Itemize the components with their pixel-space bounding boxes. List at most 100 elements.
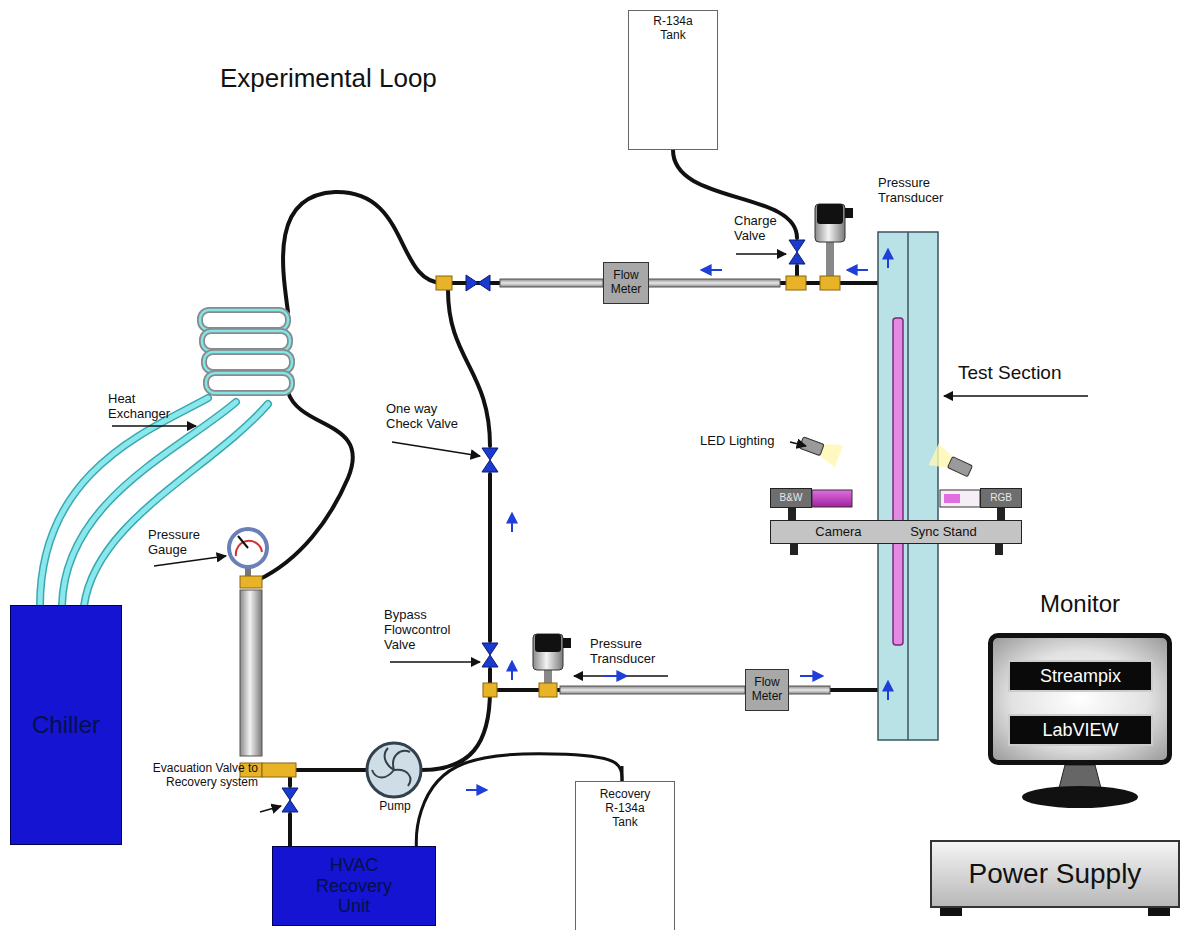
callout-label: One way Check Valve [386, 402, 476, 432]
leader-arrow [574, 675, 668, 677]
callout-label: Pressure Transducer [590, 637, 672, 667]
valve-symbol [282, 788, 298, 812]
test-section [878, 232, 938, 740]
pipe-fitting [539, 683, 557, 697]
pipes [251, 150, 878, 846]
tube [648, 279, 780, 287]
chiller: Chiller [10, 605, 122, 845]
lamp-body [947, 457, 972, 477]
sync-stand: Camera Sync Stand [770, 520, 1022, 544]
leader-arrow [392, 442, 480, 456]
pipe-fitting [436, 276, 452, 290]
camera-body: B&W [770, 488, 812, 508]
flow-arrow [511, 514, 513, 532]
pipe-fitting [786, 276, 806, 290]
camera-body: RGB [980, 488, 1022, 508]
leader-arrows [112, 254, 1088, 812]
node-text: Recovery R-134a Tank [594, 788, 656, 829]
leader-arrow [736, 253, 786, 255]
software-panel: Streampix [1008, 660, 1153, 692]
camera-mount [788, 507, 796, 520]
leader-arrow [390, 661, 480, 663]
pipe-fitting [240, 576, 262, 588]
test-section-divider [907, 232, 909, 740]
coil-water [200, 310, 288, 330]
camera-lens [940, 490, 980, 507]
hose [84, 404, 268, 606]
coil [206, 373, 292, 393]
coil [200, 310, 288, 330]
monitor-base [1022, 786, 1138, 808]
gauge-scale [236, 541, 262, 556]
transducer-plug [563, 638, 571, 648]
leader-arrow [260, 806, 281, 812]
flow-arrow [511, 662, 513, 680]
callout-label: Bypass Flowcontrol Valve [384, 608, 476, 653]
lamp-body [799, 437, 824, 456]
pipe-fitting [262, 763, 296, 777]
gauge-dial [229, 529, 267, 567]
flow-meter: Flow Meter [603, 262, 649, 304]
node-text: RGB [990, 492, 1012, 504]
stand-leg [790, 543, 798, 555]
tube [560, 686, 745, 694]
node-text: Chiller [32, 711, 100, 739]
pressure-gauge [229, 529, 267, 579]
pressure-transducer [815, 204, 853, 278]
refrigerant-tank: R-134a Tank [628, 10, 718, 150]
flow-arrow [604, 675, 626, 677]
stand-leg [995, 543, 1003, 555]
callout-label: Pressure Gauge [148, 528, 218, 558]
leader-arrow [944, 395, 1088, 397]
flow-arrow [466, 789, 486, 791]
led-light [797, 431, 843, 467]
part-name: Pump [373, 800, 417, 814]
coil-water [202, 331, 290, 351]
chiller-hoses [40, 398, 268, 606]
transducer-head [817, 204, 843, 224]
flow-arrow [800, 675, 822, 677]
flow-arrow [848, 269, 868, 271]
valve-symbol [482, 448, 498, 472]
leader-arrow [112, 425, 196, 427]
camera-mount [997, 507, 1005, 520]
transducer-body [533, 634, 563, 670]
fittings [240, 276, 840, 777]
callout-label: Charge Valve [734, 214, 786, 244]
diagram-title: Experimental Loop [220, 64, 437, 94]
leader-arrow [790, 442, 806, 446]
callout-label: Pressure Transducer [878, 176, 960, 206]
software-panel: LabVIEW [1008, 714, 1153, 746]
tube-segments [500, 279, 830, 694]
node-text: LabVIEW [1042, 720, 1118, 741]
flow-arrow [887, 682, 889, 700]
pipe-to-heat-exchanger [283, 192, 443, 312]
power-supply: Power Supply [930, 840, 1180, 908]
lens-filter [944, 494, 960, 503]
node-text: HVAC Recovery Unit [299, 855, 409, 917]
callout-label: Evacuation Valve to Recovery system [150, 762, 258, 790]
coil-water [204, 352, 292, 372]
tube [500, 279, 603, 287]
pump-body [367, 743, 421, 797]
node-text: Streampix [1040, 666, 1121, 687]
transducer-head [535, 634, 561, 652]
node-text: Sync Stand [910, 525, 977, 540]
valve-symbol [466, 275, 490, 291]
leader-arrow [154, 556, 226, 566]
coil-water [206, 373, 292, 393]
transducer-plug [845, 208, 853, 218]
transducer-body [815, 204, 845, 242]
valve-symbol [789, 240, 805, 264]
tube [788, 686, 830, 694]
recovery-tank: Recovery R-134a Tank [575, 781, 675, 930]
node-text: B&W [780, 492, 803, 504]
camera-lens [812, 490, 852, 507]
pressure-transducer [533, 634, 571, 690]
node-text: Flow Meter [748, 676, 786, 704]
node-text: Camera [815, 525, 861, 540]
monitor: MonitorStreampixLabVIEW [988, 633, 1172, 765]
flow-arrow [702, 269, 722, 271]
callout-label: LED Lighting [700, 434, 790, 449]
